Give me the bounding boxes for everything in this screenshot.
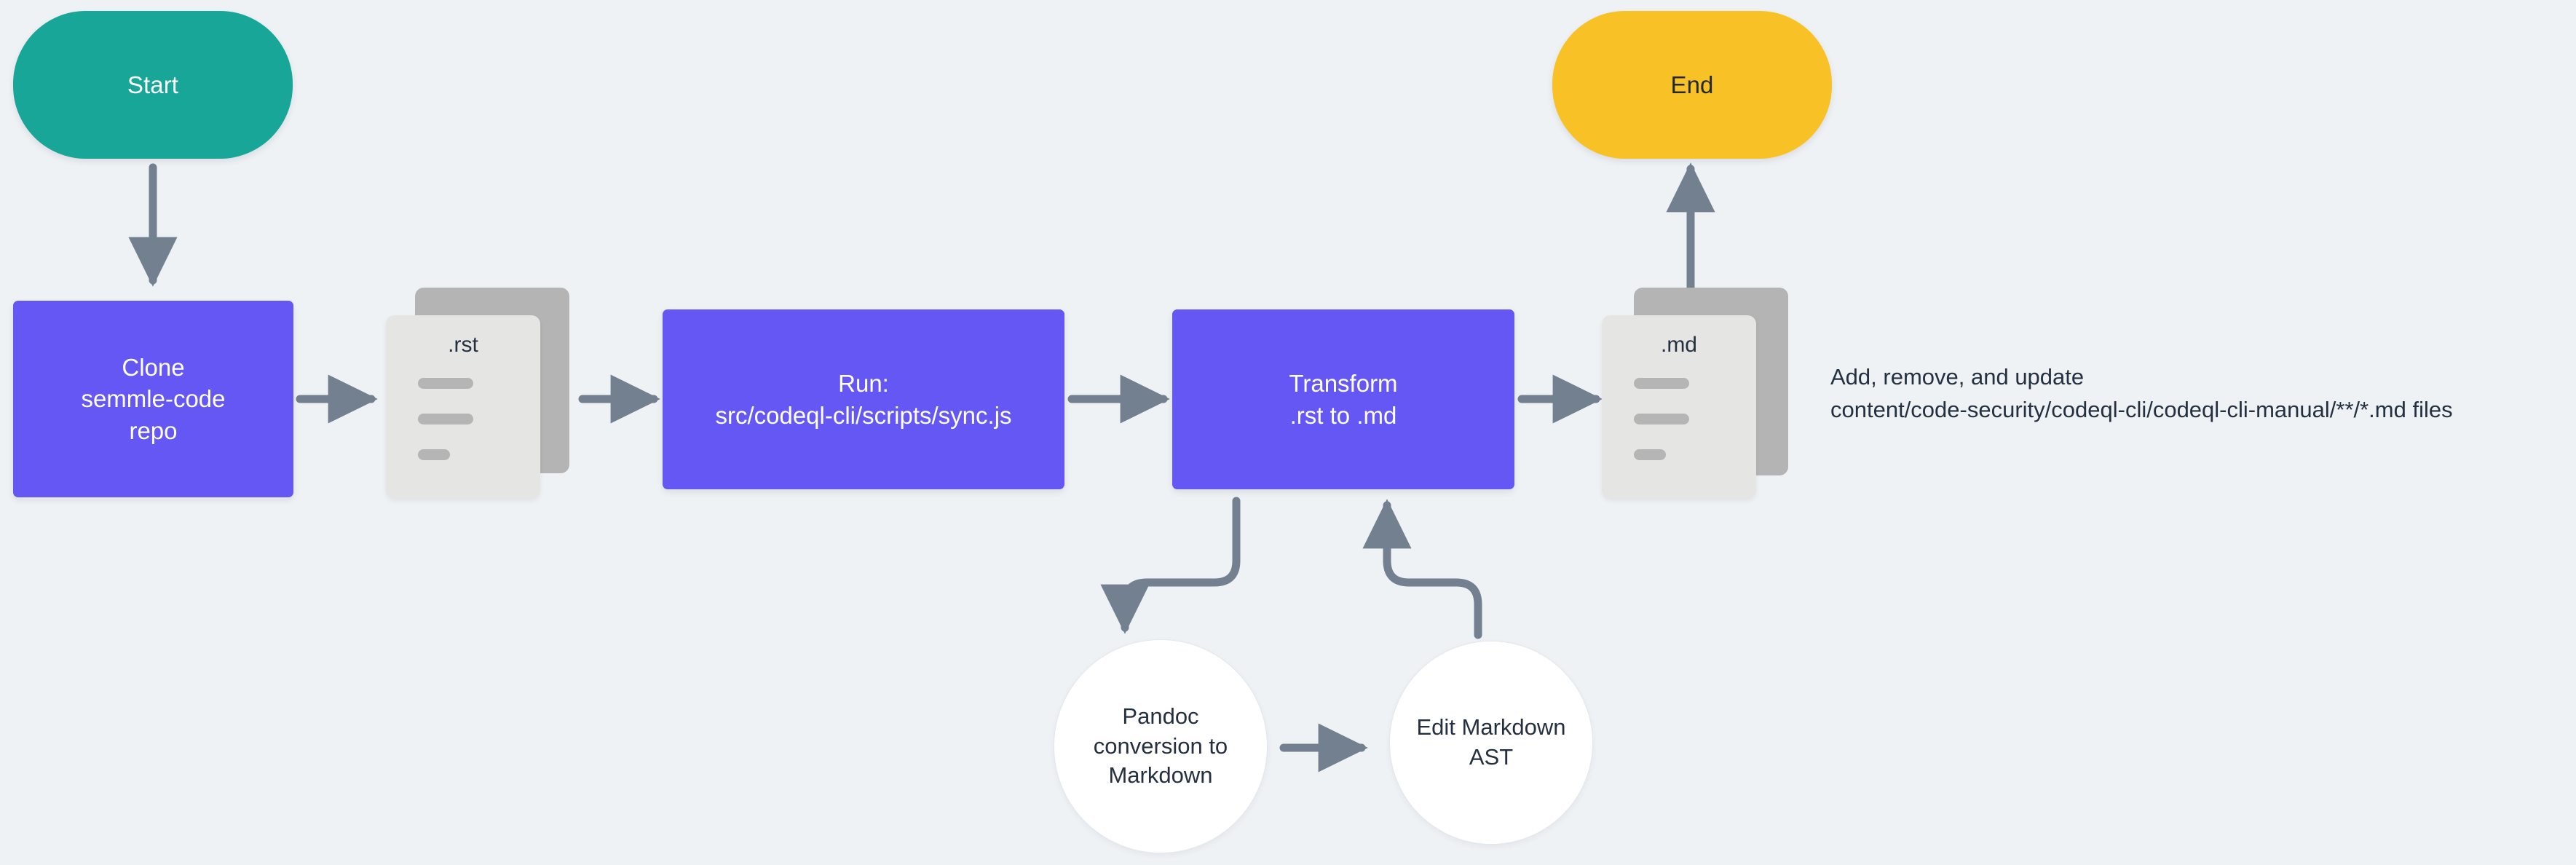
rst-document-title: .rst (448, 333, 478, 357)
md-files-annotation: Add, remove, and update content/code-sec… (1830, 360, 2453, 427)
md-front-sheet: .md (1602, 315, 1756, 499)
md-doc-line-1 (1634, 378, 1689, 389)
node-run-sync-script-label: Run:src/codeql-cli/scripts/sync.js (715, 369, 1012, 429)
node-transform-rst-to-md-label: Transform.rst to .md (1289, 369, 1398, 429)
node-md-document-stack[interactable]: .md (1602, 288, 1791, 506)
rst-front-sheet: .rst (386, 315, 540, 499)
md-doc-line-3 (1634, 449, 1666, 460)
rst-doc-line-3 (418, 449, 450, 460)
rst-doc-line-2 (418, 414, 473, 424)
rst-doc-line-1 (418, 378, 473, 389)
md-document-title: .md (1660, 333, 1697, 357)
node-rst-document-stack[interactable]: .rst (386, 288, 575, 506)
node-start-label: Start (127, 71, 179, 98)
md-files-annotation-line-1: Add, remove, and update (1830, 364, 2085, 390)
node-transform-rst-to-md[interactable]: Transform.rst to .md (1172, 309, 1514, 489)
md-doc-line-2 (1634, 414, 1689, 424)
edge-transform-to-pandoc (1100, 497, 1241, 634)
node-end[interactable]: End (1552, 11, 1832, 159)
node-run-sync-script[interactable]: Run:src/codeql-cli/scripts/sync.js (663, 309, 1064, 489)
node-end-label: End (1670, 71, 1714, 98)
md-files-annotation-line-2: content/code-security/codeql-cli/codeql-… (1830, 397, 2453, 423)
node-start[interactable]: Start (13, 11, 293, 159)
edge-editast-to-transform (1362, 499, 1482, 639)
